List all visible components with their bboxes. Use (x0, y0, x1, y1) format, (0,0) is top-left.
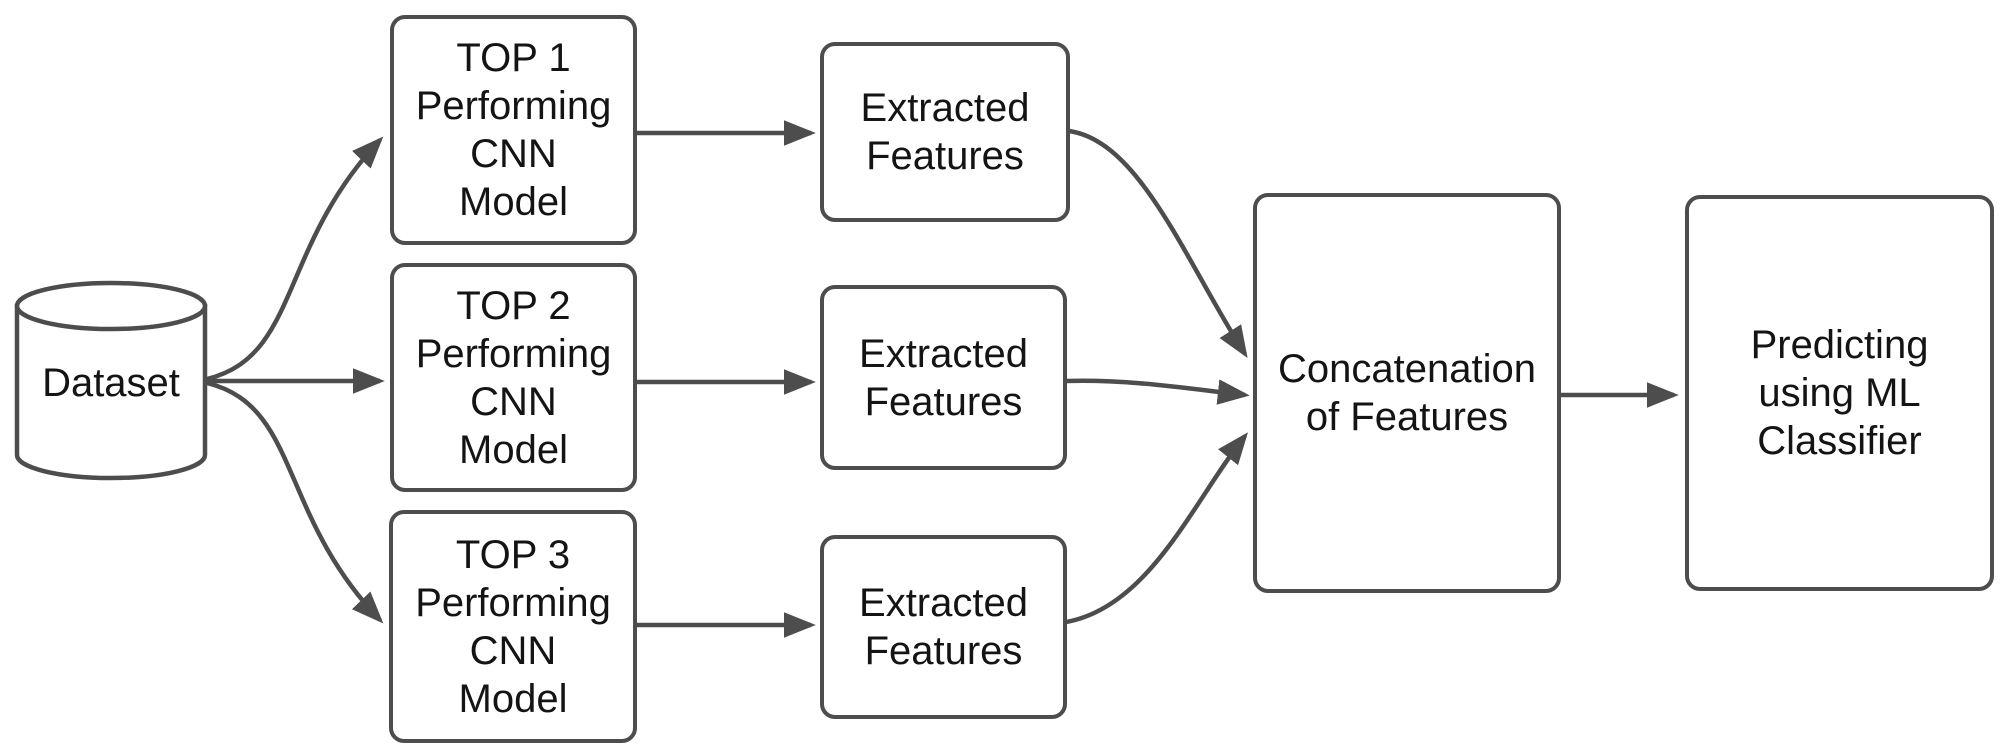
node-extracted1-label: Extracted Features (860, 86, 1030, 178)
node-top2-cnn-model: TOP 2 Performing CNN Model (390, 263, 637, 492)
edge-extracted1-concatenation (1068, 128, 1248, 359)
node-top3-label: TOP 3 Performing CNN Model (415, 532, 611, 721)
database-cylinder-icon (14, 280, 208, 481)
node-extracted-features-2: Extracted Features (820, 285, 1067, 470)
node-extracted3-label: Extracted Features (859, 581, 1028, 673)
node-top1-cnn-model: TOP 1 Performing CNN Model (390, 15, 637, 245)
node-top3-cnn-model: TOP 3 Performing CNN Model (389, 510, 637, 743)
node-predicting-ml-classifier: Predicting using ML Classifier (1685, 195, 1994, 591)
node-extracted-features-1: Extracted Features (820, 42, 1070, 222)
edge-dataset-top3 (206, 380, 384, 624)
node-extracted-features-3: Extracted Features (820, 535, 1067, 719)
node-top1-label: TOP 1 Performing CNN Model (415, 36, 612, 224)
node-top2-label: TOP 2 Performing CNN Model (415, 283, 612, 472)
node-concatenation-of-features: Concatenation of Features (1253, 193, 1561, 593)
edge-extracted2-concatenation (1065, 378, 1250, 405)
node-dataset: Dataset (17, 310, 205, 455)
node-extracted2-label: Extracted Features (859, 331, 1028, 424)
edge-dataset-top1 (206, 136, 384, 382)
node-predicting-label: Predicting using ML Classifier (1750, 323, 1929, 463)
node-dataset-label: Dataset (42, 360, 180, 405)
node-concatenation-label: Concatenation of Features (1278, 347, 1536, 439)
edge-extracted3-concatenation (1065, 432, 1248, 625)
